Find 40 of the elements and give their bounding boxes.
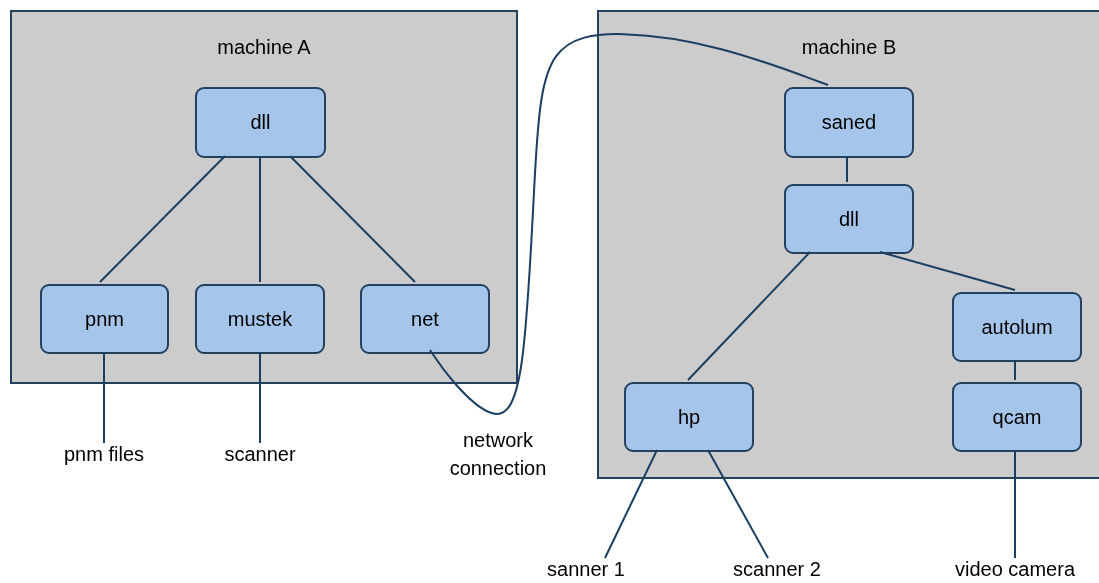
module-box xyxy=(40,284,169,354)
module-box xyxy=(952,292,1082,362)
connector-line xyxy=(879,251,1016,291)
connector-line xyxy=(289,155,416,283)
connector-line xyxy=(707,449,769,559)
device-label: pnm files xyxy=(64,443,144,466)
connector-line xyxy=(103,351,105,444)
module-label: net xyxy=(411,307,439,331)
module-label: dll xyxy=(839,207,859,231)
connector-line xyxy=(429,33,829,415)
module-box xyxy=(624,382,754,452)
panel-title: machine B xyxy=(800,36,898,59)
device-label: video camera xyxy=(954,558,1076,581)
module-box xyxy=(784,87,914,158)
machine-panel xyxy=(597,10,1099,479)
module-label: hp xyxy=(677,405,701,429)
connector-line xyxy=(99,155,226,283)
device-label: scanner xyxy=(224,443,296,466)
module-label: qcam xyxy=(992,405,1042,429)
machine-panel xyxy=(10,10,518,384)
module-label: mustek xyxy=(227,307,293,331)
module-box xyxy=(195,284,325,354)
module-label: autolum xyxy=(981,315,1053,339)
module-box xyxy=(952,382,1082,452)
module-box xyxy=(784,184,914,254)
connector-line xyxy=(604,449,658,559)
connector-line xyxy=(846,155,848,183)
connector-line xyxy=(1014,359,1016,381)
panel-title: machine A xyxy=(216,36,312,59)
device-label: scanner 2 xyxy=(733,558,821,581)
connector-line xyxy=(1014,449,1016,559)
module-label: pnm xyxy=(85,307,124,331)
module-box xyxy=(195,87,326,158)
module-box xyxy=(360,284,490,354)
module-label: dll xyxy=(250,111,271,134)
connector-line xyxy=(687,251,811,381)
connector-line xyxy=(259,351,261,444)
device-label: sanner 1 xyxy=(547,558,625,581)
connector-line xyxy=(259,155,261,283)
module-label: saned xyxy=(821,111,877,134)
